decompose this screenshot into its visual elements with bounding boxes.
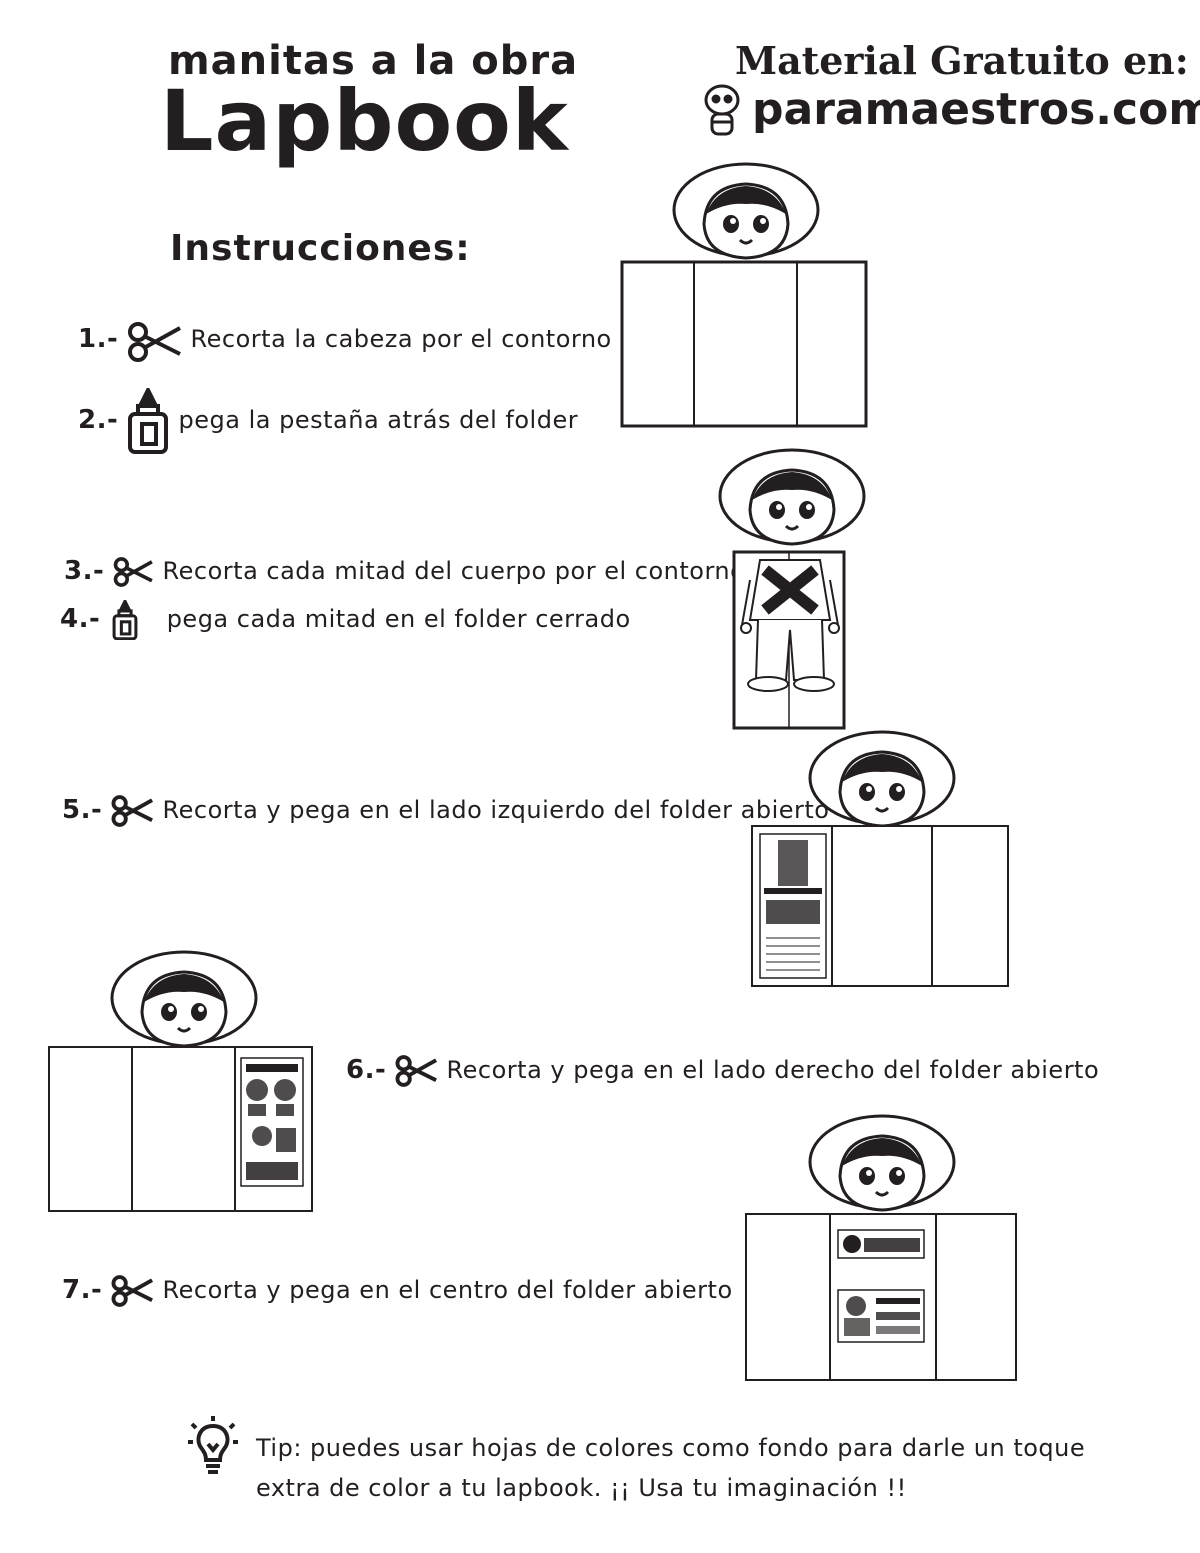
step-number: 7.- xyxy=(62,1275,103,1305)
step-text: Recorta y pega en el lado izquierdo del … xyxy=(162,796,830,824)
figure-4 xyxy=(48,950,313,1212)
step-text: Recorta y pega en el centro del folder a… xyxy=(162,1276,733,1304)
lightbulb-icon xyxy=(186,1414,240,1474)
figure-5 xyxy=(745,1114,1017,1381)
step-text: Recorta cada mitad del cuerpo por el con… xyxy=(162,557,746,585)
step-7: 7.- Recorta y pega en el centro del fold… xyxy=(62,1274,733,1308)
step-number: 6.- xyxy=(346,1055,387,1085)
step-4: 4.- pega cada mitad en el folder cerrado xyxy=(60,600,631,640)
scissors-icon xyxy=(126,320,182,362)
step-text: pega la pestaña atrás del folder xyxy=(178,406,579,434)
step-number: 1.- xyxy=(78,324,119,354)
step-number: 2.- xyxy=(78,405,119,435)
scissors-icon xyxy=(110,1274,154,1308)
scissors-icon xyxy=(112,556,154,588)
step-number: 5.- xyxy=(62,795,103,825)
tip-text: Tip: puedes usar hojas de colores como f… xyxy=(256,1428,1085,1508)
instructions-heading: Instrucciones: xyxy=(170,228,471,269)
scissors-icon xyxy=(110,794,154,828)
tip-line-1: Tip: puedes usar hojas de colores como f… xyxy=(256,1434,1086,1462)
step-text: Recorta la cabeza por el contorno xyxy=(190,325,612,353)
figure-1 xyxy=(620,162,868,428)
step-text: Recorta y pega en el lado derecho del fo… xyxy=(446,1056,1100,1084)
site-link[interactable]: paramaestros.com xyxy=(752,84,1200,135)
step-number: 4.- xyxy=(60,604,101,634)
step-2: 2.- pega la pestaña atrás del folder xyxy=(78,388,578,454)
step-3: 3.- Recorta cada mitad del cuerpo por el… xyxy=(64,556,745,588)
scissors-icon xyxy=(394,1054,438,1088)
step-number: 3.- xyxy=(64,556,105,586)
figure-2 xyxy=(718,448,866,730)
glue-bottle-icon xyxy=(108,600,142,640)
step-5: 5.- Recorta y pega en el lado izquierdo … xyxy=(62,794,829,828)
step-text: pega cada mitad en el folder cerrado xyxy=(166,605,631,633)
glue-bottle-icon xyxy=(126,388,170,454)
step-6: 6.- Recorta y pega en el lado derecho de… xyxy=(346,1054,1099,1088)
figure-3 xyxy=(751,730,1009,987)
step-1: 1.- Recorta la cabeza por el contorno xyxy=(78,320,612,362)
free-material-label: Material Gratuito en: xyxy=(735,38,1189,83)
title-big: Lapbook xyxy=(160,72,569,170)
tip-line-2: extra de color a tu lapbook. ¡¡ Usa tu i… xyxy=(256,1474,907,1502)
title-small: manitas a la obra xyxy=(168,38,579,84)
